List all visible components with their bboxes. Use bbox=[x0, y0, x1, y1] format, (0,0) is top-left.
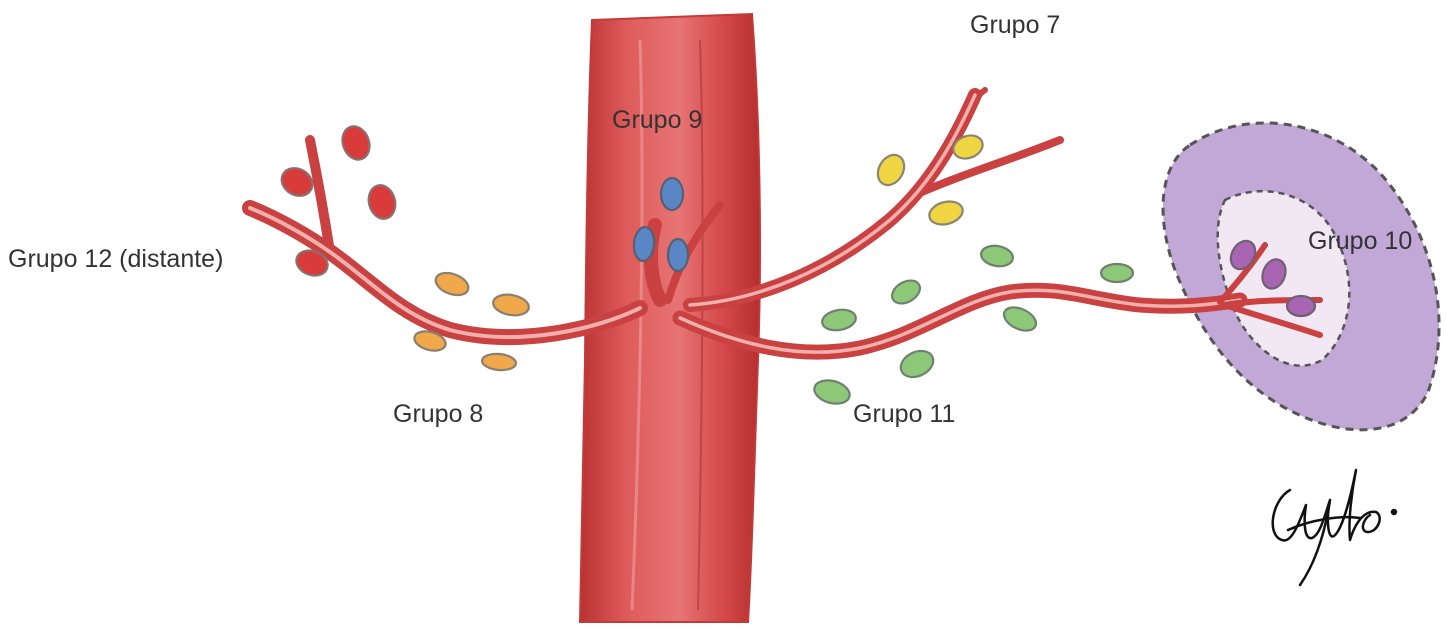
lymph-node bbox=[897, 346, 938, 382]
label-group-9: Grupo 9 bbox=[612, 106, 702, 134]
lymph-node bbox=[661, 178, 683, 210]
lymph-node bbox=[668, 239, 688, 271]
lymph-node bbox=[1000, 303, 1039, 335]
label-group-12: Grupo 12 (distante) bbox=[8, 245, 223, 273]
lymph-node bbox=[433, 269, 472, 299]
lymph-node bbox=[338, 123, 374, 164]
label-group-10: Grupo 10 bbox=[1308, 227, 1412, 255]
signature-mark bbox=[1273, 470, 1396, 585]
lymph-node bbox=[1101, 264, 1133, 282]
lymph-node bbox=[873, 150, 910, 190]
lymph-node bbox=[812, 377, 852, 408]
label-group-7: Grupo 7 bbox=[970, 11, 1060, 39]
spleen bbox=[1163, 123, 1439, 430]
lymph-node bbox=[481, 353, 516, 372]
group-11-nodes bbox=[812, 243, 1133, 407]
lymph-node bbox=[888, 276, 924, 308]
lymph-node bbox=[1287, 296, 1315, 316]
label-group-8: Grupo 8 bbox=[393, 400, 483, 428]
lymph-node bbox=[821, 307, 858, 333]
lymph-node bbox=[492, 292, 531, 318]
label-group-11: Grupo 11 bbox=[853, 400, 955, 428]
vessels bbox=[250, 90, 1320, 352]
lymph-node bbox=[927, 198, 966, 228]
lymph-node bbox=[980, 243, 1015, 268]
lymph-node bbox=[365, 182, 399, 222]
